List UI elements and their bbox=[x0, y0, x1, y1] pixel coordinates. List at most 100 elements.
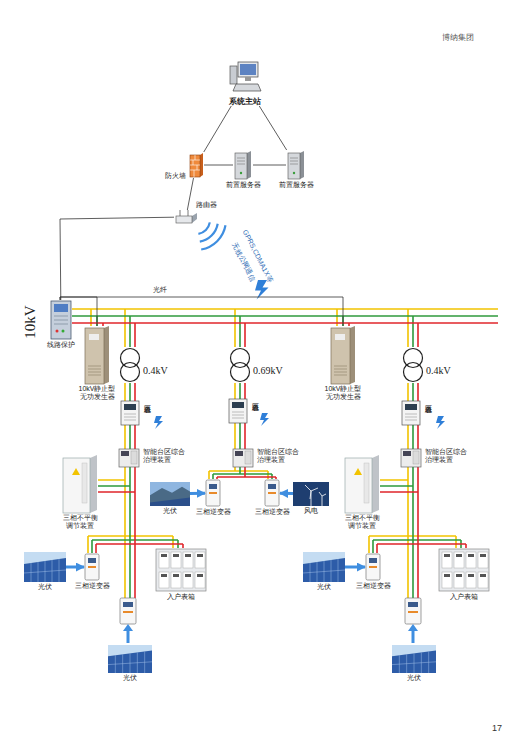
router-body bbox=[176, 216, 192, 223]
pv-node: 光伏 bbox=[303, 552, 345, 582]
meter-rows bbox=[405, 414, 417, 420]
pv2-icon bbox=[150, 482, 190, 506]
inverter-symbol bbox=[408, 611, 418, 613]
wireless-waves bbox=[198, 222, 225, 249]
phase-c-wire bbox=[102, 323, 104, 326]
meter-unit bbox=[442, 552, 452, 568]
node-label: 0.69kV bbox=[253, 365, 283, 377]
inverter-node: 三相逆变器 bbox=[264, 479, 280, 507]
node-label: 光伏 bbox=[38, 583, 52, 591]
link-line bbox=[204, 106, 231, 152]
monitor-stand bbox=[245, 77, 251, 81]
meter-display bbox=[197, 554, 203, 557]
phase-b-wire bbox=[96, 316, 98, 326]
xfmr-icon bbox=[120, 347, 140, 383]
sky bbox=[303, 552, 345, 582]
inverter-body bbox=[206, 480, 220, 506]
flow-arrow bbox=[123, 624, 133, 631]
meter-display bbox=[444, 554, 450, 557]
meter-display bbox=[405, 404, 417, 410]
cabinet-body bbox=[63, 458, 90, 513]
inverter-icon bbox=[84, 553, 100, 581]
lightning-symbol bbox=[260, 413, 269, 426]
inverter-body bbox=[366, 554, 380, 580]
node-label: 三相不平衡调节装置 bbox=[60, 514, 100, 530]
inverter-symbol bbox=[120, 598, 136, 624]
sky bbox=[108, 645, 152, 673]
node-label: 系统主站 bbox=[218, 97, 272, 106]
meter-display bbox=[161, 554, 167, 557]
cabinet-side bbox=[350, 326, 355, 384]
cabinet-door bbox=[364, 463, 369, 503]
cabinet-icon bbox=[62, 455, 98, 513]
meterbox-node: 入户表箱 bbox=[155, 548, 207, 592]
xfmr-node: 0.4kV bbox=[120, 347, 140, 383]
meter-body bbox=[229, 399, 247, 423]
device-panel bbox=[413, 451, 419, 464]
meter-unit bbox=[478, 572, 488, 588]
flow-arrow bbox=[280, 492, 293, 495]
xfmr-node: 0.69kV bbox=[230, 347, 250, 383]
meter-display bbox=[444, 574, 450, 577]
xfmr-icon bbox=[403, 347, 423, 383]
inverter-symbol bbox=[123, 611, 133, 613]
pv-node: 光伏 bbox=[392, 645, 436, 673]
panel-grid bbox=[392, 652, 436, 673]
page-number: 17 bbox=[492, 724, 502, 733]
cabinet-door bbox=[82, 463, 87, 503]
router-node: 路由器 bbox=[174, 210, 198, 224]
device-panel bbox=[131, 451, 137, 464]
inverter-stripe bbox=[88, 566, 96, 568]
lightning-symbol bbox=[255, 280, 269, 300]
node-label: 三相不平衡调节装置 bbox=[342, 514, 382, 530]
flow-arrow bbox=[345, 566, 365, 569]
computer-node: 系统主站 bbox=[228, 60, 262, 106]
panel-grid bbox=[108, 652, 152, 673]
meter-display bbox=[161, 574, 167, 577]
warning-sign bbox=[72, 468, 80, 475]
node-label: 路由器 bbox=[196, 201, 217, 209]
mountain bbox=[150, 487, 190, 506]
keyboard bbox=[233, 84, 261, 91]
meter-unit bbox=[195, 552, 205, 568]
phase-b-wire bbox=[342, 316, 344, 326]
sky bbox=[150, 482, 190, 506]
smart-icon bbox=[118, 448, 140, 468]
link-line bbox=[60, 217, 174, 300]
meter-unit bbox=[466, 552, 476, 568]
server-side bbox=[247, 151, 251, 179]
pv-node: 光伏 bbox=[24, 552, 66, 582]
smart-icon bbox=[400, 448, 422, 468]
pv-icon bbox=[303, 552, 345, 582]
relay-led bbox=[56, 330, 59, 333]
meter-unit bbox=[442, 572, 452, 588]
flow-arrow bbox=[412, 630, 415, 643]
phase-a-wire bbox=[72, 309, 498, 598]
link-line bbox=[259, 106, 286, 150]
edge-label: 光纤 bbox=[153, 286, 167, 293]
inverter-display bbox=[88, 558, 96, 563]
meter-node: 台区总表 bbox=[401, 400, 421, 426]
xfmr-node: 0.4kV bbox=[403, 347, 423, 383]
link-line bbox=[253, 165, 286, 166]
inverter-display bbox=[268, 484, 276, 489]
server-slots bbox=[237, 158, 245, 164]
inverter-node: 三相逆变器 bbox=[205, 479, 221, 507]
meter-display bbox=[480, 574, 486, 577]
pv2-node: 光伏 bbox=[150, 482, 190, 506]
server-body bbox=[288, 153, 300, 179]
meter-unit bbox=[466, 572, 476, 588]
node-label: 10kV静止型无功发生器 bbox=[323, 385, 363, 401]
cabinet-node: 三相不平衡调节装置 bbox=[344, 455, 380, 513]
meter-display bbox=[480, 554, 486, 557]
device-display bbox=[403, 451, 411, 456]
inverter-body bbox=[85, 554, 99, 580]
xfmr-icon bbox=[230, 347, 250, 383]
meter-display bbox=[173, 554, 179, 557]
meter-icon bbox=[401, 400, 421, 426]
inverter-stripe bbox=[369, 566, 377, 568]
brick-lines bbox=[190, 155, 200, 177]
solar-panel bbox=[150, 498, 190, 506]
meter-display bbox=[173, 574, 179, 577]
relay-rows bbox=[54, 316, 68, 324]
